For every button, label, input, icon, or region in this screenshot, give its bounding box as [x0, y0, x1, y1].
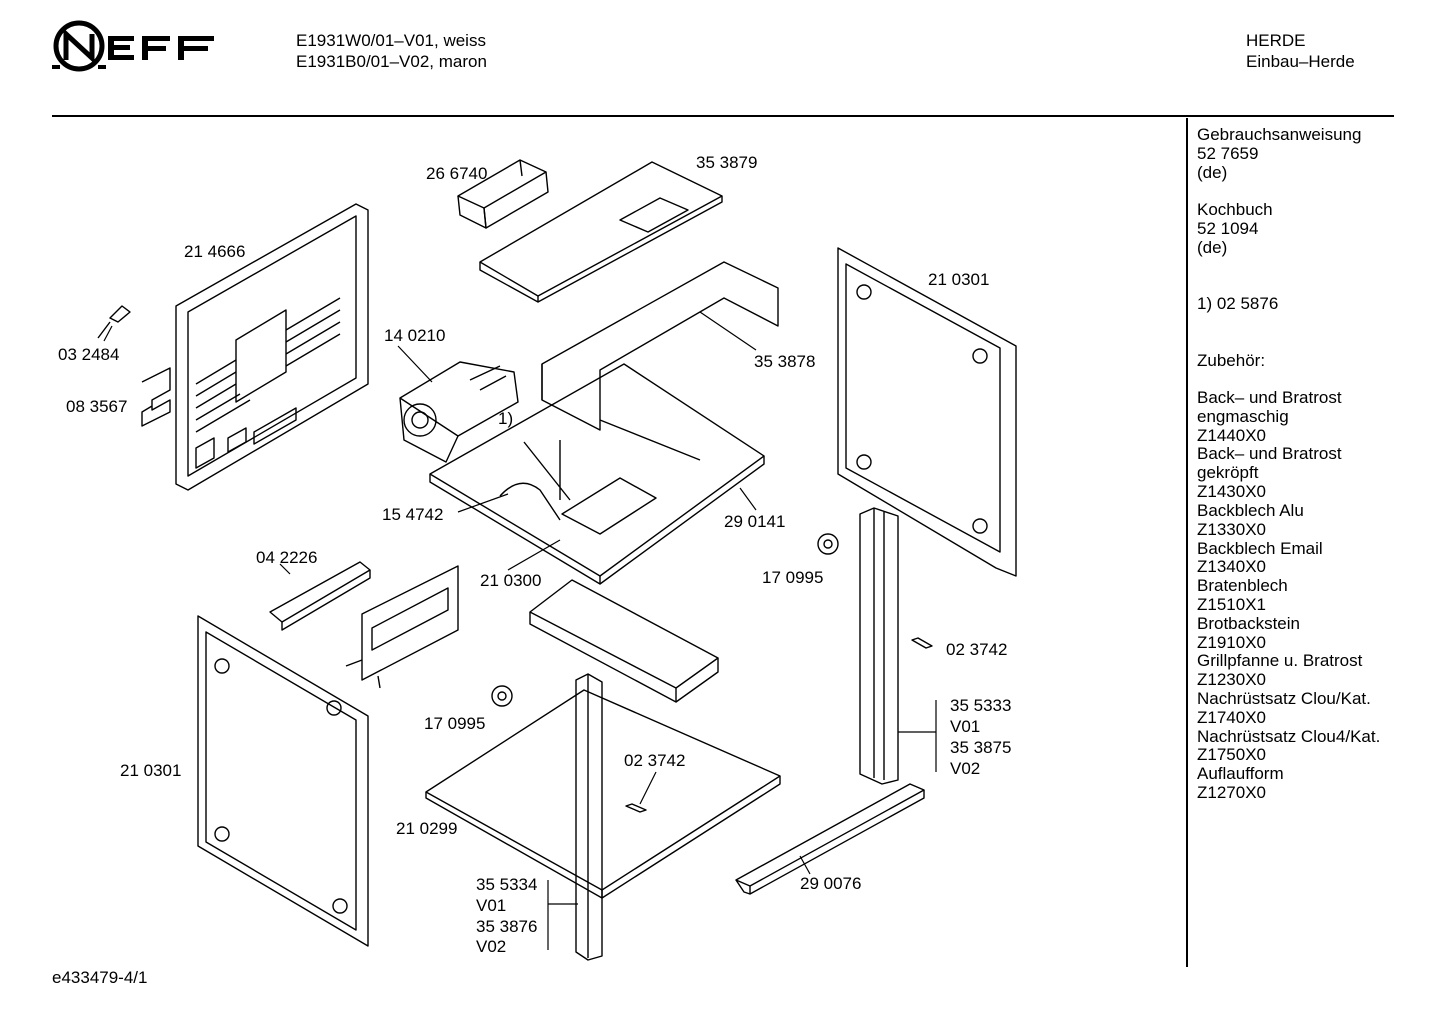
accessory-line: Back– und Bratrost [1197, 444, 1342, 463]
part-screw-left [625, 803, 647, 813]
manual-label: Gebrauchsanweisung [1197, 125, 1362, 144]
part-label: 35 3878 [754, 352, 815, 371]
part-front-bracket [345, 565, 459, 689]
part-label: 02 3742 [624, 751, 685, 770]
part-label: 14 0210 [384, 326, 445, 345]
part-rear-panel [175, 203, 369, 491]
part-label: 35 3879 [696, 153, 757, 172]
part-label: 17 0995 [762, 568, 823, 587]
model-line-1: E1931W0/01–V01, weiss [296, 31, 486, 50]
accessory-line: Z1330X0 [1197, 520, 1266, 539]
drawing-code: e433479-4/1 [52, 968, 148, 987]
part-top-cover [479, 161, 723, 303]
accessory-line: Z1340X0 [1197, 557, 1266, 576]
part-label: V01 [950, 717, 980, 736]
part-label: 04 2226 [256, 548, 317, 567]
part-bushing-left [491, 685, 513, 707]
accessory-line: Z1430X0 [1197, 482, 1266, 501]
accessory-line: Nachrüstsatz Clou4/Kat. [1197, 727, 1381, 746]
accessories-title: Zubehör: [1197, 351, 1266, 370]
part-label: 35 3876 [476, 917, 537, 936]
part-label: V01 [476, 896, 506, 915]
part-label: 21 0301 [120, 761, 181, 780]
part-label: 29 0141 [724, 512, 785, 531]
brand-logo [52, 20, 214, 72]
accessory-line: Backblech Alu [1197, 501, 1304, 520]
part-label: 35 3875 [950, 738, 1011, 757]
part-upright-rail-right [859, 507, 899, 785]
accessory-line: Z1750X0 [1197, 745, 1266, 764]
part-label: 35 5334 [476, 875, 537, 894]
part-label: 17 0995 [424, 714, 485, 733]
cookbook-number: 52 1094 [1197, 219, 1259, 238]
part-label: V02 [950, 759, 980, 778]
accessory-line: Z1230X0 [1197, 670, 1266, 689]
part-bracket-side [141, 367, 171, 427]
part-screw-right [911, 637, 933, 649]
part-bottom-rail [735, 783, 925, 895]
accessory-line: Z1910X0 [1197, 633, 1266, 652]
part-side-wall-right [837, 247, 1017, 577]
part-label: 21 0300 [480, 571, 541, 590]
manual-language: (de) [1197, 163, 1228, 182]
accessory-line: Z1440X0 [1197, 426, 1266, 445]
part-clip [97, 305, 131, 339]
accessory-line: Backblech Email [1197, 539, 1323, 558]
part-label: 1) [498, 409, 513, 428]
part-bushing-right [817, 533, 839, 555]
cookbook-label: Kochbuch [1197, 200, 1273, 219]
cookbook-language: (de) [1197, 238, 1228, 257]
part-label: 02 3742 [946, 640, 1007, 659]
part-rear-frame [541, 261, 779, 431]
accessory-line: Z1740X0 [1197, 708, 1266, 727]
category-title: HERDE [1246, 31, 1306, 50]
part-middle-duct [529, 579, 719, 703]
part-side-wall-left [197, 615, 369, 947]
part-label: 08 3567 [66, 397, 127, 416]
part-upright-rail-left [575, 673, 603, 961]
part-label: 15 4742 [382, 505, 443, 524]
part-heater-tube [499, 482, 561, 521]
part-label: 26 6740 [426, 164, 487, 183]
part-label: V02 [476, 937, 506, 956]
manual-number: 52 7659 [1197, 144, 1259, 163]
part-label: 21 0299 [396, 819, 457, 838]
part-label: 21 4666 [184, 242, 245, 261]
part-label: 35 5333 [950, 696, 1011, 715]
part-oven-ceiling [429, 363, 765, 585]
footnote: 1) 02 5876 [1197, 294, 1279, 313]
part-fan-motor [399, 361, 519, 463]
leader-lines [103, 311, 937, 950]
accessory-line: gekröpft [1197, 463, 1259, 482]
accessory-line: engmaschig [1197, 407, 1289, 426]
model-line-2: E1931B0/01–V02, maron [296, 52, 487, 71]
part-label: 21 0301 [928, 270, 989, 289]
category-subtitle: Einbau–Herde [1246, 52, 1355, 71]
accessory-line: Auflaufform [1197, 764, 1284, 783]
part-control-rail [269, 561, 371, 631]
accessory-line: Nachrüstsatz Clou/Kat. [1197, 689, 1371, 708]
accessory-line: Back– und Bratrost [1197, 388, 1342, 407]
accessory-line: Z1270X0 [1197, 783, 1266, 802]
accessory-line: Brotbackstein [1197, 614, 1300, 633]
part-label: 29 0076 [800, 874, 861, 893]
accessory-line: Bratenblech [1197, 576, 1288, 595]
part-bracket-top [457, 159, 549, 229]
part-label: 03 2484 [58, 345, 119, 364]
accessory-line: Grillpfanne u. Bratrost [1197, 651, 1363, 670]
accessory-line: Z1510X1 [1197, 595, 1266, 614]
